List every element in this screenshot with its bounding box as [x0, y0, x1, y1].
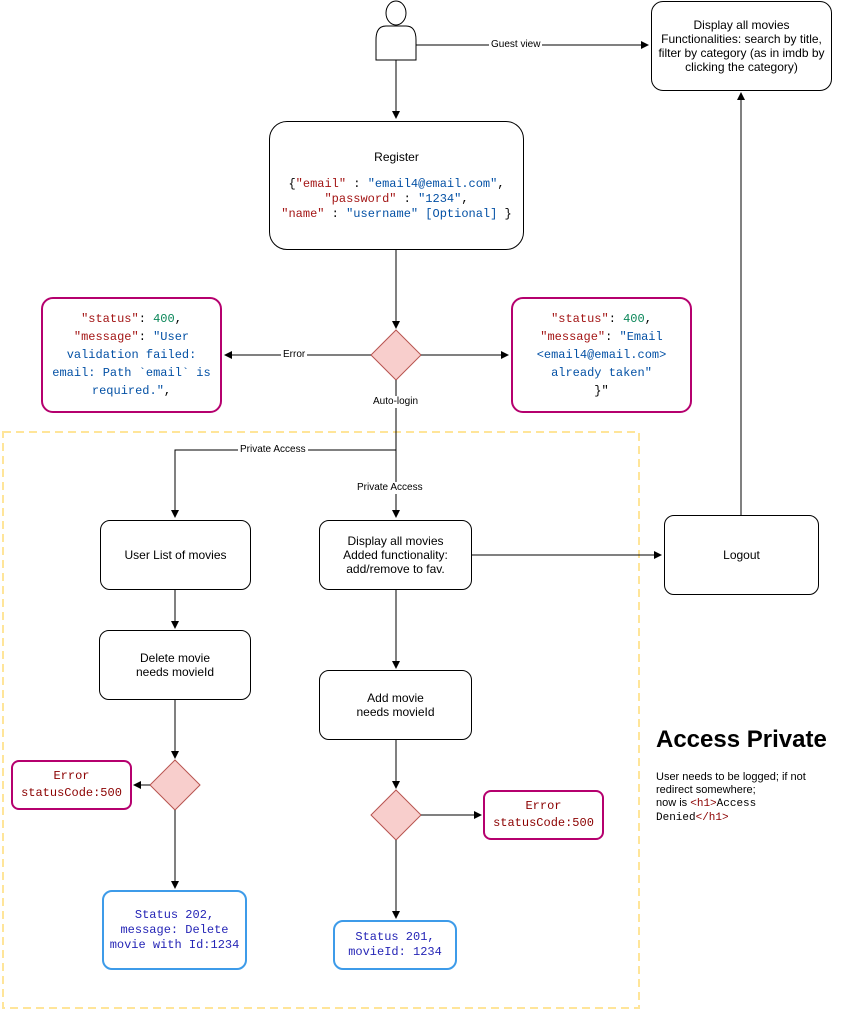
private-access-label-center: Private Access — [355, 482, 425, 494]
taken-message-line4: already taken" — [551, 366, 652, 380]
status-201-line2: movieId: 1234 — [348, 945, 442, 959]
logout-node[interactable]: Logout — [664, 515, 819, 595]
register-close: } — [497, 206, 512, 221]
error-500-right-line2: statusCode:500 — [493, 816, 594, 830]
val-message-key: "message" — [73, 330, 139, 344]
user-list-label: User List of movies — [124, 548, 227, 562]
taken-message-close: }" — [594, 384, 609, 398]
val-sep1: : — [138, 312, 154, 326]
private-display-line1: Display all movies — [347, 534, 444, 548]
register-decision-diamond — [370, 329, 422, 381]
register-password-key: "password" — [324, 191, 397, 206]
add-movie-node[interactable]: Add movie needs movieId — [319, 670, 472, 740]
register-sep3: : — [324, 206, 347, 221]
status-201-node[interactable]: Status 201, movieId: 1234 — [333, 920, 457, 970]
taken-sep1: : — [608, 312, 624, 326]
access-note-denied: Denied — [656, 812, 696, 824]
register-sep1: : — [346, 176, 368, 191]
error-500-delete-node[interactable]: Error statusCode:500 — [11, 760, 132, 810]
user-list-movies-node[interactable]: User List of movies — [100, 520, 251, 590]
status-202-line1: Status 202, — [134, 907, 215, 922]
register-name-key: "name" — [281, 206, 325, 221]
add-movie-line1: Add movie — [367, 691, 424, 705]
register-sep2: : — [396, 191, 419, 206]
taken-message-key: "message" — [540, 330, 606, 344]
taken-sep2: : — [605, 330, 620, 344]
guest-display-line3: filter by category (as in imdb by — [658, 46, 825, 60]
taken-message-line3: <email4@email.com> — [536, 348, 667, 362]
error-500-left-line2: statusCode:500 — [21, 786, 122, 800]
edge-private-access-left — [171, 449, 396, 518]
user-actor-icon — [375, 0, 417, 61]
status-202-node[interactable]: Status 202, message: Delete movie with I… — [102, 890, 247, 970]
val-sep2: : — [138, 330, 154, 344]
val-comma1: , — [174, 312, 182, 326]
guest-display-line1: Display all movies — [693, 18, 790, 32]
access-note-h1-close: </h1> — [695, 812, 729, 824]
access-note-h1-open: <h1> — [690, 798, 717, 810]
register-body: {"email" : "email4@email.com", "password… — [281, 177, 511, 222]
error-500-add-node[interactable]: Error statusCode:500 — [483, 790, 604, 840]
guest-view-label: Guest view — [489, 39, 543, 51]
private-access-label-left: Private Access — [238, 444, 308, 456]
taken-status-value: 400 — [623, 312, 645, 326]
error-500-right-line1: Error — [525, 799, 562, 813]
delete-movie-line1: Delete movie — [139, 651, 211, 665]
status-202-line3: movie with Id:1234 — [109, 937, 240, 952]
taken-message-start: "Email — [619, 330, 663, 344]
private-display-line2: Added functionality: — [343, 548, 448, 562]
error-400-validation-node[interactable]: "status": 400, "message": "User validati… — [41, 297, 222, 413]
register-comma2: , — [461, 191, 469, 206]
guest-display-line4: clicking the category) — [685, 60, 798, 74]
register-title: Register — [374, 149, 419, 164]
private-display-line3: add/remove to fav. — [346, 562, 445, 576]
add-movie-line2: needs movieId — [356, 705, 435, 719]
taken-comma1: , — [644, 312, 652, 326]
taken-status-key: "status" — [551, 312, 609, 326]
access-private-note: User needs to be logged; if not redirect… — [656, 771, 838, 825]
val-status-value: 400 — [153, 312, 175, 326]
private-area-frame — [2, 431, 640, 1009]
auto-login-label: Auto-login — [371, 396, 421, 408]
access-note-access: Access — [716, 798, 757, 810]
val-message-line3: validation failed: — [66, 348, 197, 362]
add-decision-diamond — [370, 789, 422, 841]
guest-display-line2: Functionalities: search by title, — [661, 32, 822, 46]
register-comma1: , — [497, 176, 505, 191]
error-edge-label: Error — [281, 349, 308, 361]
register-node[interactable]: Register {"email" : "email4@email.com", … — [269, 121, 524, 250]
register-name-value: "username" [Optional] — [346, 206, 498, 221]
status-201-line1: Status 201, — [355, 930, 435, 944]
register-email-key: "email" — [295, 176, 347, 191]
access-note-line2: redirect somewhere; — [656, 784, 756, 796]
delete-movie-node[interactable]: Delete movie needs movieId — [99, 630, 251, 700]
val-message-start: "User — [153, 330, 190, 344]
guest-display-movies-node[interactable]: Display all movies Functionalities: sear… — [651, 1, 832, 91]
access-private-heading: Access Private — [656, 726, 827, 753]
val-message-end: required." — [91, 384, 164, 398]
val-status-key: "status" — [81, 312, 139, 326]
register-brace: { — [288, 176, 296, 191]
status-202-line2: message: Delete — [120, 922, 229, 937]
delete-decision-diamond — [149, 759, 201, 811]
val-message-line4: email: Path `email` is — [52, 366, 211, 380]
logout-label: Logout — [723, 548, 760, 562]
access-note-now-is: now is — [656, 797, 691, 809]
register-password-value: "1234" — [418, 191, 462, 206]
access-note-line1: User needs to be logged; if not — [656, 771, 806, 783]
delete-movie-line2: needs movieId — [135, 665, 215, 679]
error-400-taken-node[interactable]: "status": 400, "message": "Email <email4… — [511, 297, 692, 413]
error-500-left-line1: Error — [53, 769, 90, 783]
private-display-movies-node[interactable]: Display all movies Added functionality: … — [319, 520, 472, 590]
val-comma2: , — [163, 384, 172, 398]
register-email-value: "email4@email.com" — [367, 176, 498, 191]
